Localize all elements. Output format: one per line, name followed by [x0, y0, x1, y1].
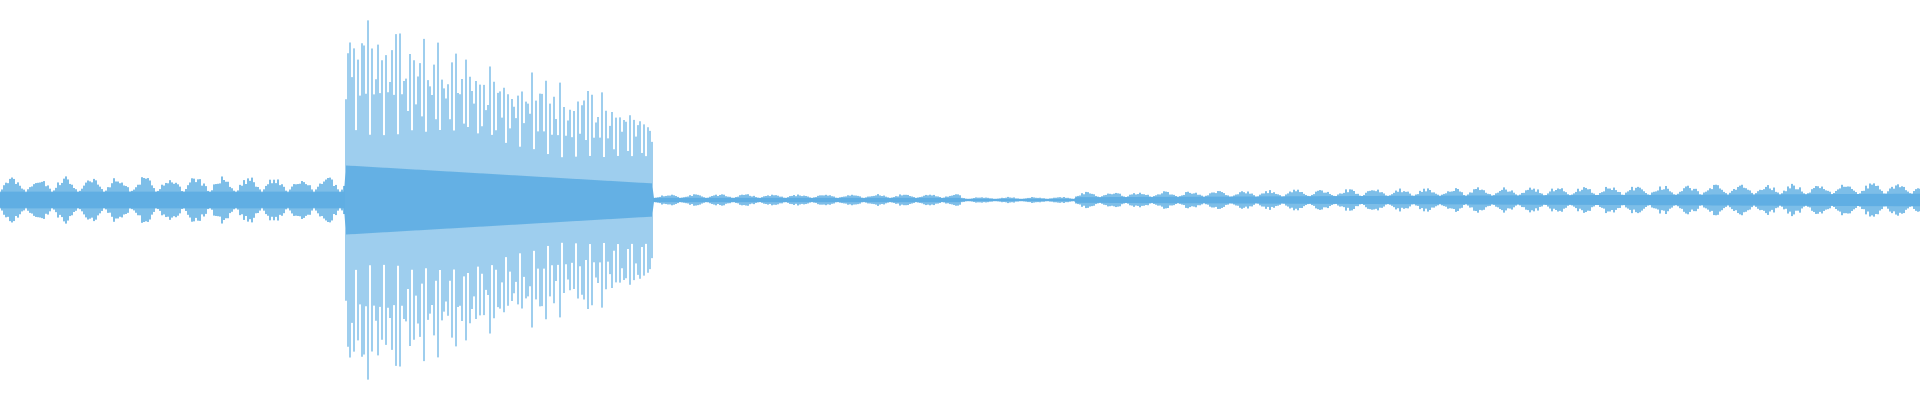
waveform-envelope [0, 165, 1920, 235]
